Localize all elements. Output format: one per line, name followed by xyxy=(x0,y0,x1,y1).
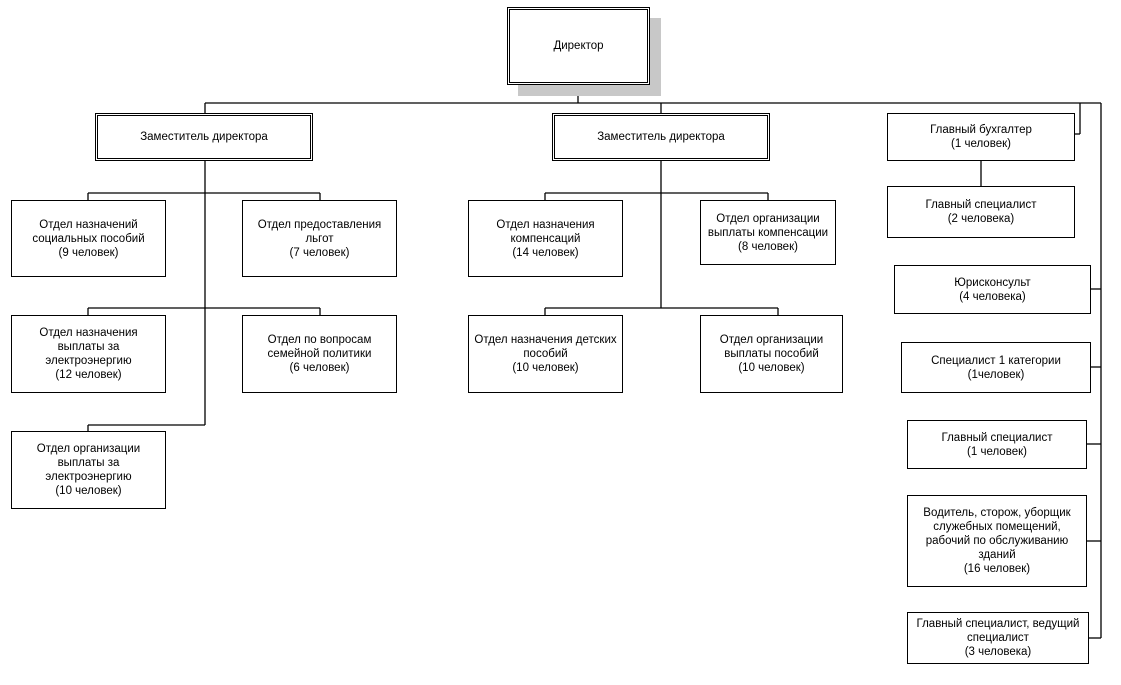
deputy-director-middle-box: Заместитель директора xyxy=(552,113,770,161)
chief-specialist-box: Главный специалист (1 человек) xyxy=(907,420,1087,469)
dept-electricity-assignment-box: Отдел назначения выплаты за электроэнерг… xyxy=(11,315,166,393)
deputy-director-left-box: Заместитель директора xyxy=(95,113,313,161)
dept-electricity-payment-label: Отдел организации выплаты за электроэнер… xyxy=(36,443,141,497)
dept-electricity-payment-box: Отдел организации выплаты за электроэнер… xyxy=(11,431,166,509)
director-box: Директор xyxy=(507,7,650,85)
dept-child-benefits-label: Отдел назначения детских пособий (10 чел… xyxy=(474,334,617,374)
service-staff-label: Водитель, сторож, уборщик служебных поме… xyxy=(923,507,1071,575)
dept-social-benefits-box: Отдел назначений социальных пособий (9 ч… xyxy=(11,200,166,277)
dept-benefits-payment-label: Отдел организации выплаты пособий (10 че… xyxy=(719,334,824,374)
dept-compensation-payment-label: Отдел организации выплаты компенсации (8… xyxy=(707,212,829,253)
dept-social-benefits-label: Отдел назначений социальных пособий (9 ч… xyxy=(32,218,145,259)
dept-child-benefits-box: Отдел назначения детских пособий (10 чел… xyxy=(468,315,623,393)
chief-accountant-box: Главный бухгалтер (1 человек) xyxy=(887,113,1075,161)
legal-counsel-label: Юрисконсульт (4 человека) xyxy=(954,276,1031,303)
service-staff-box: Водитель, сторож, уборщик служебных поме… xyxy=(907,495,1087,587)
chief-specialist-label: Главный специалист (1 человек) xyxy=(941,431,1053,458)
dept-family-policy-box: Отдел по вопросам семейной политики (6 ч… xyxy=(242,315,397,393)
dept-benefits-payment-box: Отдел организации выплаты пособий (10 че… xyxy=(700,315,843,393)
dept-compensation-payment-box: Отдел организации выплаты компенсации (8… xyxy=(700,200,836,265)
specialist-first-category-box: Специалист 1 категории (1человек) xyxy=(901,342,1091,393)
director-label: Директор xyxy=(553,40,604,52)
chief-specialist-accounting-label: Главный специалист (2 человека) xyxy=(925,199,1037,225)
chief-leading-specialist-label: Главный специалист, ведущий специалист (… xyxy=(916,618,1080,658)
dept-compensation-assignment-label: Отдел назначения компенсаций (14 человек… xyxy=(496,218,595,259)
dept-compensation-assignment-box: Отдел назначения компенсаций (14 человек… xyxy=(468,200,623,277)
dept-privileges-box: Отдел предоставления льгот (7 человек) xyxy=(242,200,397,277)
legal-counsel-box: Юрисконсульт (4 человека) xyxy=(894,265,1091,314)
deputy-director-middle-label: Заместитель директора xyxy=(597,131,725,143)
specialist-first-category-label: Специалист 1 категории (1человек) xyxy=(931,354,1061,381)
dept-electricity-assignment-label: Отдел назначения выплаты за электроэнерг… xyxy=(39,327,138,381)
chief-accountant-label: Главный бухгалтер (1 человек) xyxy=(930,124,1032,150)
dept-family-policy-label: Отдел по вопросам семейной политики (6 ч… xyxy=(267,334,372,374)
chief-leading-specialist-box: Главный специалист, ведущий специалист (… xyxy=(907,612,1089,664)
deputy-director-left-label: Заместитель директора xyxy=(140,131,268,143)
dept-privileges-label: Отдел предоставления льгот (7 человек) xyxy=(257,218,382,259)
chief-specialist-accounting-box: Главный специалист (2 человека) xyxy=(887,186,1075,238)
